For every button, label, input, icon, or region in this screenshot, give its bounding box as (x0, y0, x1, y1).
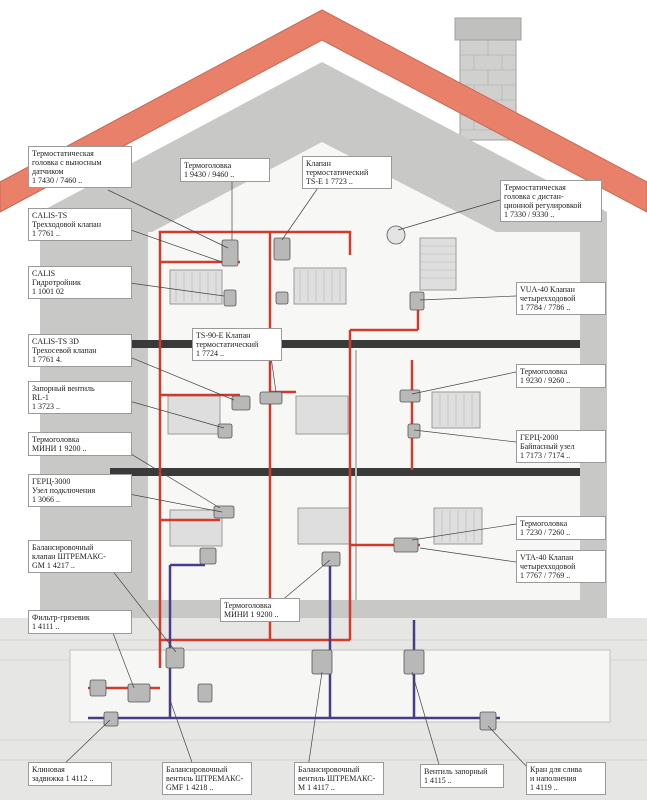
label-line: 1 7761 .. (32, 229, 60, 238)
label-termo-9430: Термоголовка 1 9430 / 9460 .. (180, 158, 270, 182)
label-line: 1 3066 .. (32, 495, 60, 504)
label-vta40: VTA-40 Клапан четырехходовой 1 7767 / 77… (516, 550, 606, 583)
label-vua40: VUA-40 Клапан четырехходовой 1 7784 / 77… (516, 282, 606, 315)
label-line: VTA-40 Клапан (520, 553, 574, 562)
label-line: TS-90-E Клапан (196, 331, 251, 340)
label-line: термостатический (196, 340, 259, 349)
label-line: Запорный вентиль (32, 384, 95, 393)
label-line: Фильтр-грязевик (32, 613, 90, 622)
label-balans-gm: Балансировочный клапан ШТРЕМАКС- GM 1 42… (28, 540, 132, 573)
label-line: CALIS (32, 269, 56, 278)
label-line: МИНИ 1 9200 .. (224, 610, 279, 619)
label-line: головка с дистан- (504, 192, 564, 201)
label-line: GM 1 4217 .. (32, 561, 75, 570)
label-line: Термоголовка (520, 367, 568, 376)
label-kran-sliva: Кран для слива и наполнения 1 4119 .. (526, 762, 606, 795)
label-gerz-3000: ГЕРЦ-3000 Узел подключения 1 3066 .. (28, 474, 132, 507)
label-line: 1 7767 / 7769 .. (520, 571, 571, 580)
label-line: Термостатическая (504, 183, 566, 192)
label-line: термостатический (306, 168, 369, 177)
label-line: Вентиль запорный (424, 767, 488, 776)
label-line: ционной регулировкой (504, 201, 582, 210)
valves (89, 225, 497, 731)
label-line: ГЕРЦ-3000 (32, 477, 71, 486)
label-line: 1 7173 / 7174 .. (520, 451, 571, 460)
label-line: ГЕРЦ-2000 (520, 433, 559, 442)
label-line: TS-E 1 7723 .. (306, 177, 353, 186)
label-line: Балансировочный (166, 765, 228, 774)
label-line: Клапан (306, 159, 331, 168)
label-line: Гидротройник (32, 278, 81, 287)
label-line: Термостатическая (32, 149, 94, 158)
label-line: 1 7784 / 7786 .. (520, 303, 571, 312)
label-line: вентиль ШТРЕМАКС- (298, 774, 376, 783)
label-line: четырехходовой (520, 294, 576, 303)
label-line: 1 7230 / 7260 .. (520, 528, 571, 537)
floor-slab-1 (110, 340, 580, 348)
label-klapan-ts-e: Клапан термостатический TS-E 1 7723 .. (302, 156, 392, 189)
label-line: 1 4111 .. (32, 622, 60, 631)
label-line: Трехосевой клапан (32, 346, 97, 355)
label-line: и наполнения (530, 774, 577, 783)
label-line: Кран для слива (530, 765, 582, 774)
label-line: М 1 4117 .. (298, 783, 335, 792)
label-line: 1 4115 .. (424, 776, 452, 785)
label-line: МИНИ 1 9200 .. (32, 444, 87, 453)
roof (0, 9, 647, 213)
label-line: VUA-40 Клапан (520, 285, 575, 294)
label-line: задвижка 1 4112 .. (32, 774, 94, 783)
label-klinovaya: Клиновая задвижка 1 4112 .. (28, 762, 112, 786)
chimney (454, 17, 522, 141)
label-termo-distance: Термостатическая головка с дистан- ционн… (500, 180, 602, 222)
label-line: 1 7761 4. (32, 355, 62, 364)
label-line: головка с выносным (32, 158, 102, 167)
label-gerz-2000: ГЕРЦ-2000 Байпасный узел 1 7173 / 7174 .… (516, 430, 606, 463)
label-line: 1 1001 02 (32, 287, 64, 296)
label-line: датчиком (32, 167, 64, 176)
label-termo-7230: Термоголовка 1 7230 / 7260 .. (516, 516, 606, 540)
label-calis-ts: CALIS-TS Трехходовой клапан 1 7761 .. (28, 208, 132, 241)
label-line: Клиновая (32, 765, 65, 774)
label-line: GMF 1 4218 .. (166, 783, 214, 792)
floor-slab-2 (110, 468, 580, 476)
label-ventil-zapornyi: Вентиль запорный 1 4115 .. (420, 764, 504, 788)
label-line: 1 3723 .. (32, 402, 60, 411)
label-line: CALIS-TS 3D (32, 337, 79, 346)
label-line: клапан ШТРЕМАКС- (32, 552, 106, 561)
label-line: Термоголовка (184, 161, 232, 170)
label-line: вентиль ШТРЕМАКС- (166, 774, 244, 783)
label-line: 1 7724 .. (196, 349, 224, 358)
label-line: Трехходовой клапан (32, 220, 102, 229)
label-line: Термоголовка (520, 519, 568, 528)
label-line: 1 7330 / 9330 .. (504, 210, 555, 219)
label-line: 1 4119 .. (530, 783, 558, 792)
label-balans-m: Балансировочный вентиль ШТРЕМАКС- М 1 41… (294, 762, 384, 795)
label-line: Балансировочный (298, 765, 360, 774)
label-termo-9230: Термоголовка 1 9230 / 9260 .. (516, 364, 606, 388)
label-termo-vynosnoy: Термостатическая головка с выносным датч… (28, 146, 132, 188)
label-filtr: Фильтр-грязевик 1 4111 .. (28, 610, 132, 634)
label-line: Байпасный узел (520, 442, 575, 451)
label-line: 1 9230 / 9260 .. (520, 376, 571, 385)
label-line: 1 9430 / 9460 .. (184, 170, 235, 179)
label-balans-gmf: Балансировочный вентиль ШТРЕМАКС- GMF 1 … (162, 762, 252, 795)
basement-room (69, 649, 611, 723)
supply-pipes (88, 230, 420, 690)
label-line: 1 7430 / 7460 .. (32, 176, 83, 185)
label-calis-gidro: CALIS Гидротройник 1 1001 02 (28, 266, 132, 299)
label-line: Балансировочный (32, 543, 94, 552)
label-calis-ts-3d: CALIS-TS 3D Трехосевой клапан 1 7761 4. (28, 334, 132, 367)
label-line: четырехходовой (520, 562, 576, 571)
label-line: Термоголовка (32, 435, 80, 444)
label-line: CALIS-TS (32, 211, 68, 220)
label-line: Узел подключения (32, 486, 96, 495)
label-line: Термоголовка (224, 601, 272, 610)
label-zapornyi-rl1: Запорный вентиль RL-1 1 3723 .. (28, 381, 132, 414)
label-line: RL-1 (32, 393, 49, 402)
label-termo-mini-left: Термоголовка МИНИ 1 9200 .. (28, 432, 132, 456)
house-interior (148, 142, 580, 600)
label-ts90e: TS-90-E Клапан термостатический 1 7724 .… (192, 328, 282, 361)
label-termo-mini-bottom: Термоголовка МИНИ 1 9200 .. (220, 598, 300, 622)
